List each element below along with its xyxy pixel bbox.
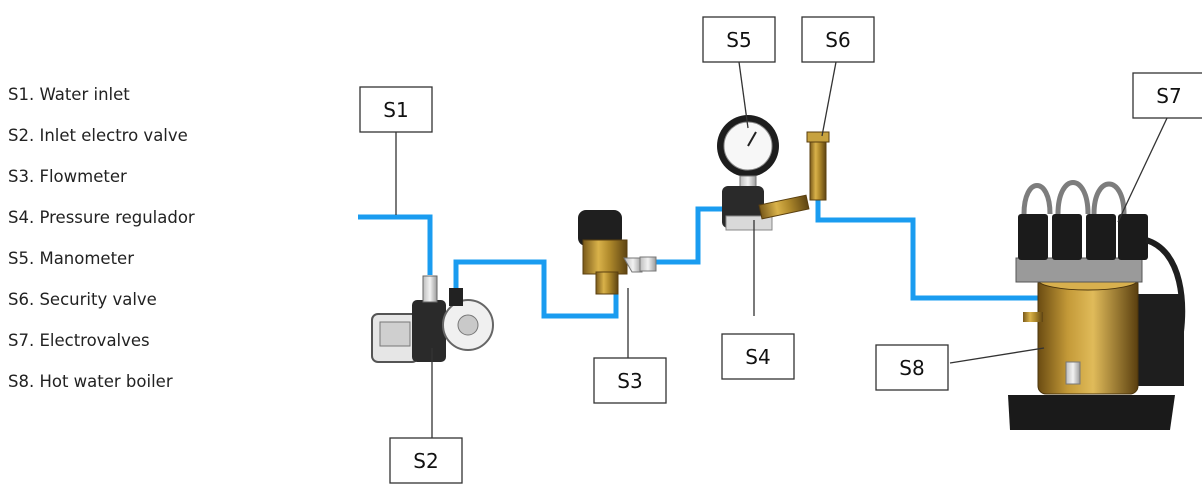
security-valve-image <box>807 132 829 200</box>
callout-s1-text: S1 <box>383 98 408 122</box>
callout-s4-text: S4 <box>745 345 770 369</box>
callout-s1: S1 <box>360 87 432 132</box>
callout-s4: S4 <box>722 334 794 379</box>
callout-s3: S3 <box>594 358 666 403</box>
callout-s5: S5 <box>703 17 775 62</box>
flowmeter-image <box>578 210 656 294</box>
callout-s3-text: S3 <box>617 369 642 393</box>
callout-s7-text: S7 <box>1156 84 1181 108</box>
callout-s7: S7 <box>1133 73 1202 118</box>
callout-s6-text: S6 <box>825 28 850 52</box>
callout-s5-text: S5 <box>726 28 751 52</box>
callout-s6: S6 <box>802 17 874 62</box>
callout-s2-text: S2 <box>413 449 438 473</box>
callout-s8-text: S8 <box>899 356 924 380</box>
callout-s8: S8 <box>876 345 948 390</box>
callout-s2: S2 <box>390 438 462 483</box>
pressure-regulator-image <box>722 186 809 230</box>
